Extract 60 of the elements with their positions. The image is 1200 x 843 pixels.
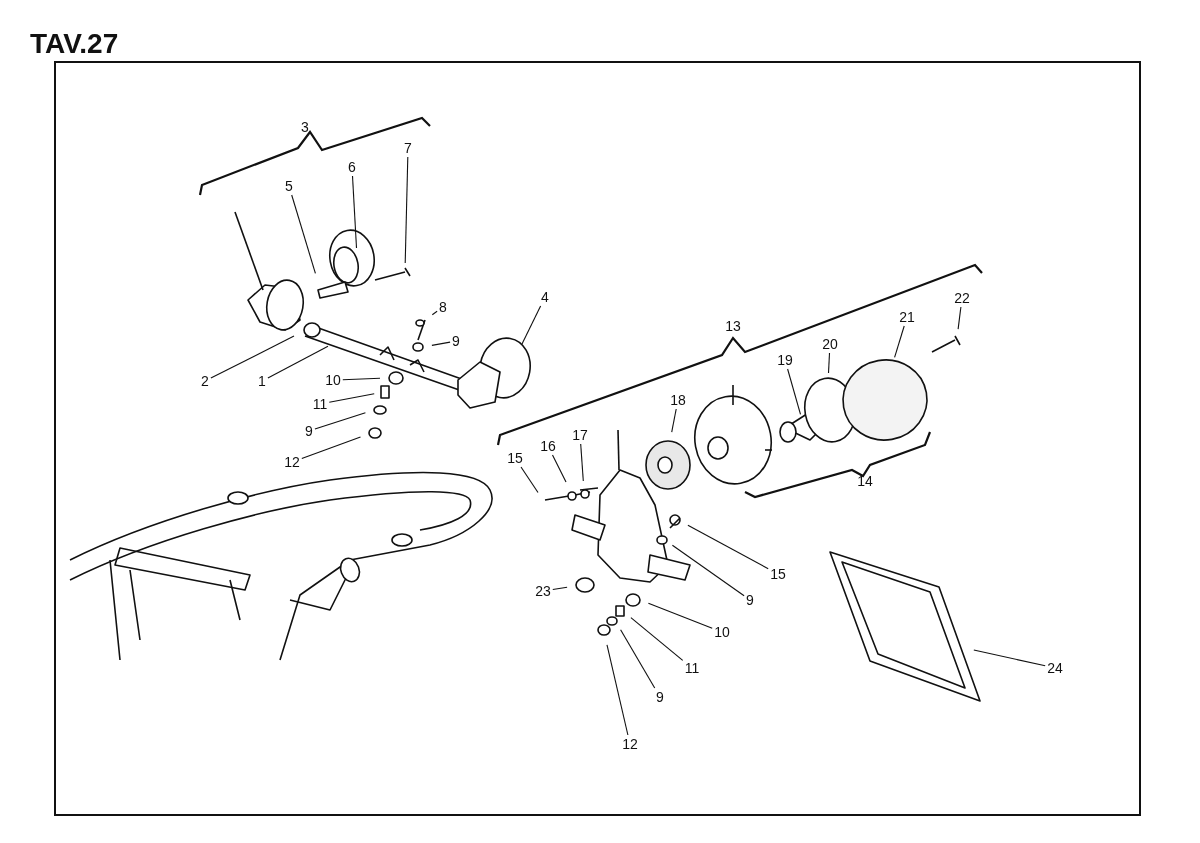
leader-line <box>580 443 584 482</box>
leader-line <box>620 629 656 689</box>
leader-line <box>894 325 905 358</box>
plate-title: TAV.27 <box>30 28 119 60</box>
callout-number: 15 <box>506 450 524 466</box>
callout-number: 8 <box>438 299 448 315</box>
leader-line <box>210 335 295 379</box>
callout-number: 24 <box>1046 660 1064 676</box>
leader-line <box>520 466 539 494</box>
callout-number: 1 <box>257 373 267 389</box>
leader-line <box>957 306 962 330</box>
callout-number: 16 <box>539 438 557 454</box>
leader-line <box>431 341 451 346</box>
leader-line <box>552 586 568 591</box>
leader-line <box>351 175 358 249</box>
callout-number: 3 <box>300 119 310 135</box>
callout-number: 13 <box>724 318 742 334</box>
callout-number: 10 <box>713 624 731 640</box>
callout-number: 9 <box>304 423 314 439</box>
leader-line <box>431 310 438 316</box>
leader-line <box>647 602 713 629</box>
callout-number: 10 <box>324 372 342 388</box>
callout-number: 11 <box>311 396 329 412</box>
callout-number: 15 <box>769 566 787 582</box>
leader-line <box>606 644 629 736</box>
callout-number: 17 <box>571 427 589 443</box>
leader-line <box>551 454 567 483</box>
leader-line <box>342 377 381 381</box>
leader-line <box>267 345 329 379</box>
callout-number: 22 <box>953 290 971 306</box>
callout-number: 18 <box>669 392 687 408</box>
leader-line <box>314 412 366 430</box>
callout-number: 6 <box>347 159 357 175</box>
leader-line <box>671 408 677 433</box>
leader-line <box>328 393 375 403</box>
callout-number: 14 <box>856 473 874 489</box>
leader-line <box>687 524 769 570</box>
callout-number: 4 <box>540 289 550 305</box>
callout-number: 12 <box>283 454 301 470</box>
leader-line <box>291 194 316 274</box>
callout-number: 5 <box>284 178 294 194</box>
leader-line <box>787 368 802 415</box>
callout-number: 21 <box>898 309 916 325</box>
leader-line <box>973 649 1046 667</box>
callout-number: 7 <box>403 140 413 156</box>
leader-line <box>630 617 684 661</box>
callout-number: 9 <box>745 592 755 608</box>
leader-line <box>521 305 542 345</box>
callout-number: 19 <box>776 352 794 368</box>
callout-number: 2 <box>200 373 210 389</box>
callout-number: 20 <box>821 336 839 352</box>
callout-number: 12 <box>621 736 639 752</box>
callout-number: 11 <box>683 660 701 676</box>
callout-number: 9 <box>655 689 665 705</box>
callout-number: 23 <box>534 583 552 599</box>
leader-line <box>404 156 409 264</box>
callout-number: 9 <box>451 333 461 349</box>
leader-line <box>301 436 362 459</box>
leader-line <box>671 544 745 597</box>
leader-line <box>827 352 831 374</box>
